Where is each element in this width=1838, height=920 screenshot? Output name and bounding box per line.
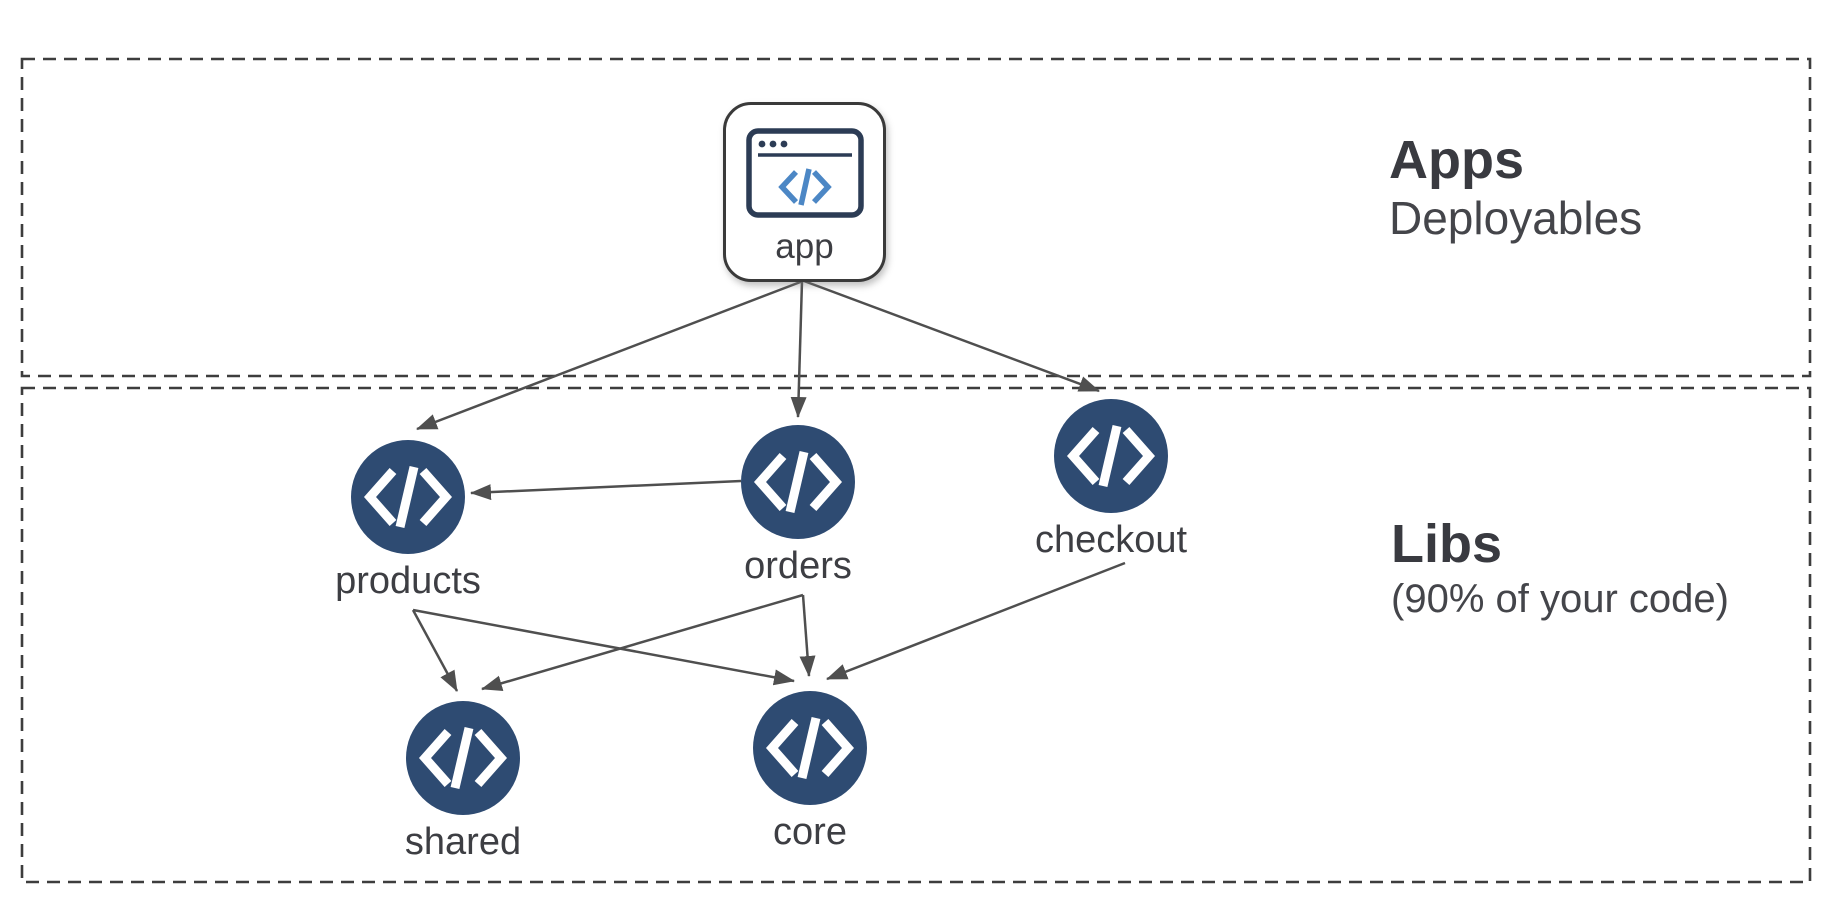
edges-layer (411, 279, 1126, 692)
node-core-label: core (773, 811, 847, 853)
edge-app-orders (790, 280, 807, 418)
libs-section-title: Libs (1391, 514, 1503, 574)
apps-zone-box (20, 57, 1812, 378)
lib-nodes-layer: products orders checkout shared core (335, 399, 1187, 863)
code-icon (753, 450, 843, 514)
libs-section-label: Libs (90% of your code) (1391, 514, 1729, 624)
libs-zone-box (20, 386, 1812, 884)
edge-orders-shared (481, 593, 804, 692)
code-icon (777, 168, 832, 206)
node-core[interactable]: core (753, 691, 867, 853)
node-products-label: products (335, 560, 481, 602)
apps-section-label: Apps Deployables (1389, 130, 1643, 248)
node-shared-label: shared (405, 821, 521, 863)
node-shared[interactable]: shared (405, 701, 521, 863)
code-icon (1066, 424, 1156, 488)
node-orders-label: orders (744, 545, 852, 587)
code-icon (363, 465, 453, 529)
edge-orders-core (799, 594, 816, 677)
edge-checkout-core (826, 561, 1126, 681)
node-app-label: app (775, 227, 834, 266)
edge-products-shared (411, 609, 459, 692)
code-icon (765, 716, 855, 780)
edge-products-core (412, 608, 795, 686)
edge-app-products (416, 279, 804, 431)
node-app[interactable]: app (723, 102, 886, 282)
edge-app-checkout (803, 279, 1100, 393)
browser-window-icon (745, 128, 864, 218)
node-checkout[interactable]: checkout (1035, 399, 1188, 561)
apps-section-title: Apps (1389, 130, 1524, 190)
libs-section-subtitle: (90% of your code) (1391, 577, 1729, 622)
apps-section-subtitle: Deployables (1389, 192, 1643, 245)
node-checkout-label: checkout (1035, 519, 1188, 561)
node-orders[interactable]: orders (741, 425, 855, 587)
edge-orders-products (470, 479, 742, 501)
node-products[interactable]: products (335, 440, 481, 602)
code-icon (418, 726, 508, 790)
